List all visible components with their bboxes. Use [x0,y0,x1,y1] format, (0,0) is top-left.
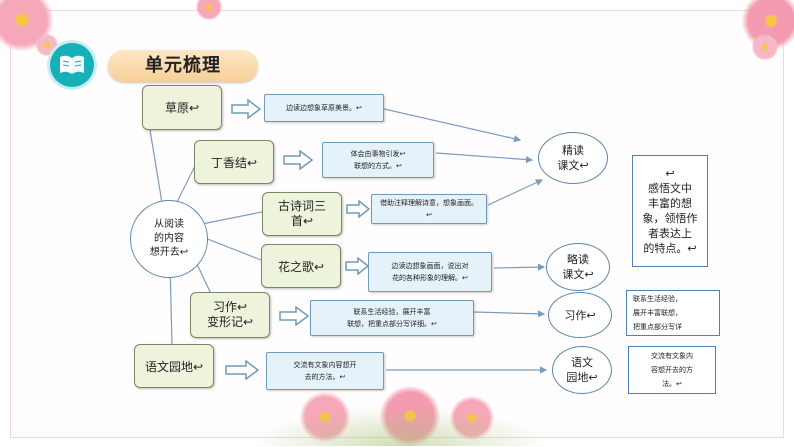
leaf-bottom-decoration [250,406,550,446]
lesson-box: 语文园地↩ [134,344,214,388]
outcome-box-reading: ↩ 感悟文中 丰富的想 象，领悟作 者表达上 的特点。↩ [632,155,708,267]
outcome-box-language-garden: 交流有文象内 容想开去的方 法。↩ [628,346,716,394]
right-arrow-icon [283,150,313,170]
flower-right-decoration [752,34,778,60]
lesson-description: 交流有文象内容想开 去的方法。↩ [266,352,384,390]
lesson-description: 边读边想象草原美景。↩ [264,94,384,122]
right-arrow-icon [345,257,369,275]
lesson-description: 边读边想象画面，说出对 花的各种形象的理解。↩ [368,252,492,292]
center-theme-node: 从阅读 的内容 想开去↩ [130,200,208,278]
title-banner: 单元梳理 [108,50,258,82]
page-title: 单元梳理 [145,55,221,76]
right-arrow-icon [225,360,259,380]
lesson-description: 联系生活经验，展开丰富 联想，把重点部分写详细。↩ [310,300,474,336]
lesson-description: 借助注释理解诗意，想象画面。↩ [371,194,487,224]
lesson-box: 草原↩ [142,85,222,130]
lesson-description: 体会由事物引发↩ 联想的方式。↩ [322,142,434,178]
outcome-box-writing: 联系生活经验， 展开丰富联想， 把重点部分写详 [626,290,720,336]
category-node-writing: 习作↩ [548,292,612,338]
right-arrow-icon [231,99,261,119]
book-icon [50,43,94,87]
category-node-language-garden: 语文 园地↩ [552,346,612,394]
lesson-box: 古诗词三 首↩ [262,192,342,236]
flower-top-left-small-decoration [36,34,58,56]
right-arrow-icon [279,306,309,326]
lesson-box: 花之歌↩ [261,244,341,288]
right-arrow-icon [346,200,370,218]
lesson-box: 习作↩ 变形记↩ [190,292,270,338]
flower-top-center-decoration [196,0,222,20]
category-node-intensive-reading: 精读 课文↩ [538,132,608,184]
category-node-skim-reading: 略读 课文↩ [546,243,610,291]
lesson-box: 丁香结↩ [194,140,274,184]
